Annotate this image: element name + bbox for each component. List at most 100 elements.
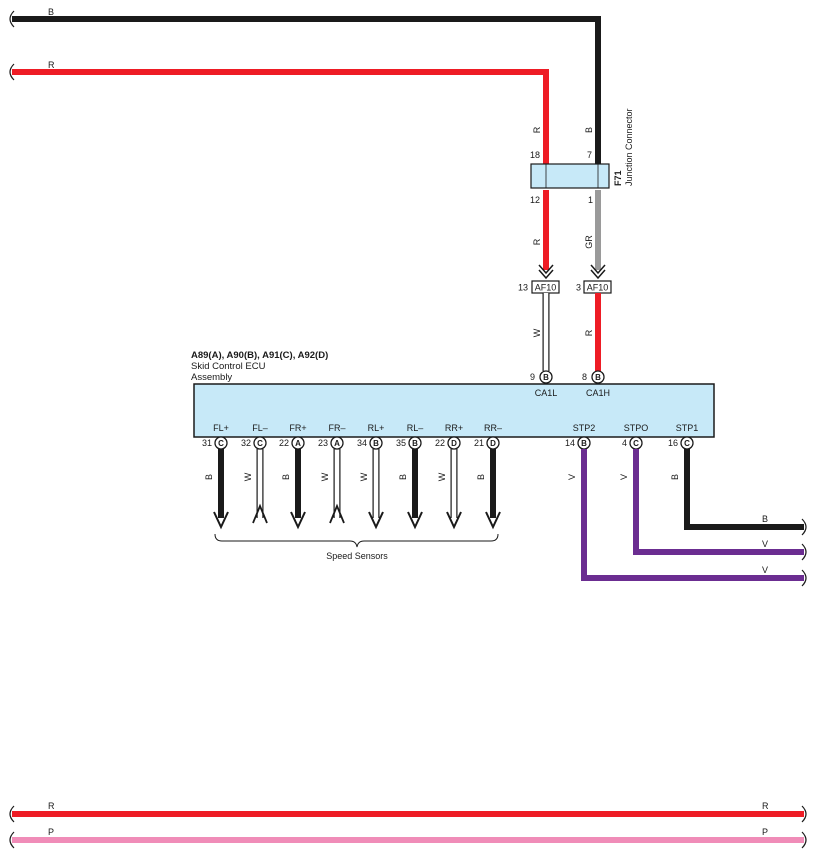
terminal-label: RL– [407, 423, 424, 433]
wire-color-label: V [762, 539, 768, 549]
pin-number: 31 [202, 438, 212, 448]
wire-color-label: B [48, 7, 54, 17]
wire-color-label: V [762, 565, 768, 575]
connector-letter: C [218, 439, 224, 448]
wire-bottom-p: P P [9, 827, 807, 849]
connector-letter: B [595, 373, 601, 382]
pin-number: 32 [241, 438, 251, 448]
pin-number: 7 [587, 150, 592, 160]
ecu-pin-ca1l: B 9 CA1L [530, 370, 557, 398]
junction-connector-f71: 18 7 12 1 F71 Junction Connector [530, 108, 634, 205]
wire-top-r: R [9, 60, 549, 187]
arrow-up-icon [329, 503, 345, 524]
wire-stp2-out [581, 449, 804, 581]
pin-circle [291, 436, 305, 450]
wire-break-mark [801, 543, 807, 561]
pin-number: 22 [279, 438, 289, 448]
pin-circle [447, 436, 461, 450]
connector-letter: B [373, 439, 379, 448]
terminal-label: STP1 [676, 423, 699, 433]
junction-box [530, 163, 610, 189]
wire-top-b: B [9, 7, 601, 187]
wire-break-mark [801, 569, 807, 587]
pin-number: 4 [622, 438, 627, 448]
pin-circle [330, 436, 344, 450]
stp-wires: B V V [581, 449, 807, 587]
connector-letter: B [543, 373, 549, 382]
wire-color-label: W [359, 472, 369, 481]
pin-number: 9 [530, 372, 535, 382]
terminal-label: FR+ [289, 423, 306, 433]
chevron-down-icon [590, 264, 606, 280]
connector-letter: C [257, 439, 263, 448]
terminal-label: RR+ [445, 423, 463, 433]
wire-color-label: R [762, 801, 769, 811]
terminal-label: RL+ [368, 423, 385, 433]
wire-color-label: B [670, 474, 680, 480]
terminal-label: RR– [484, 423, 502, 433]
wire-color-label: V [567, 474, 577, 480]
ecu-name-line2: Assembly [191, 372, 232, 383]
ecu-pin-ca1h: B 8 CA1H [582, 370, 610, 398]
wire-color-label: W [320, 472, 330, 481]
pin-number: 14 [565, 438, 575, 448]
wire-color-label: W [532, 328, 542, 337]
wire-break-mark [9, 63, 15, 81]
wire-color-label: B [281, 474, 291, 480]
arrow-down-icon [368, 511, 384, 530]
pin-number: 16 [668, 438, 678, 448]
arrow-down-icon [446, 511, 462, 530]
connector-letter: D [490, 439, 496, 448]
wire-color-label: P [48, 827, 54, 837]
wire-break-mark [9, 10, 15, 28]
pin-number: 34 [357, 438, 367, 448]
wire-break-mark [9, 831, 15, 849]
chevron-down-icon [538, 264, 554, 280]
wire-color-label: P [762, 827, 768, 837]
pin-number: 23 [318, 438, 328, 448]
wire-color-label: W [437, 472, 447, 481]
terminal-label: CA1H [586, 388, 610, 398]
wire-color-label: B [762, 514, 768, 524]
pin-number: 1 [588, 195, 593, 205]
wire-break-mark [801, 831, 807, 849]
wire-color-label: GR [584, 235, 594, 249]
wire-color-label: R [48, 60, 55, 70]
terminal-label: STPO [624, 423, 649, 433]
junction-label: Junction Connector [624, 108, 634, 186]
connector-letter: C [684, 439, 690, 448]
pin-circle [408, 436, 422, 450]
wire-color-label: R [532, 126, 542, 133]
ecu-pin-rl-plus: RL+ W B 34 [357, 423, 385, 530]
ecu-bottom-pins: FL+BC31FL–WC32FR+BA22FR–WA23RL+WB34RL–BB… [202, 423, 698, 530]
wire-break-mark [9, 805, 15, 823]
connector-letter: B [412, 439, 418, 448]
connector-letter: D [451, 439, 457, 448]
wire-bottom-r: R R [9, 801, 807, 823]
ecu-name-line1: Skid Control ECU [191, 361, 266, 372]
connector-af10-left: AF10 13 [518, 280, 560, 294]
connector-letter: C [633, 439, 639, 448]
wire-stp1-out [684, 449, 804, 530]
wire-color-label: B [584, 127, 594, 133]
wire-color-label: R [48, 801, 55, 811]
ecu-header: A89(A), A90(B), A91(C), A92(D) Skid Cont… [191, 350, 328, 383]
connector-letter: A [334, 439, 340, 448]
terminal-label: FL– [252, 423, 268, 433]
wire-color-label: R [584, 329, 594, 336]
wire-color-label: R [532, 238, 542, 245]
connector-name: AF10 [587, 283, 609, 293]
wire-color-label: V [619, 474, 629, 480]
arrow-down-icon [407, 511, 423, 530]
pin-number: 21 [474, 438, 484, 448]
arrow-down-icon [485, 511, 501, 530]
wire-top-r-line [12, 69, 549, 187]
speed-sensors-group: Speed Sensors [214, 533, 499, 561]
